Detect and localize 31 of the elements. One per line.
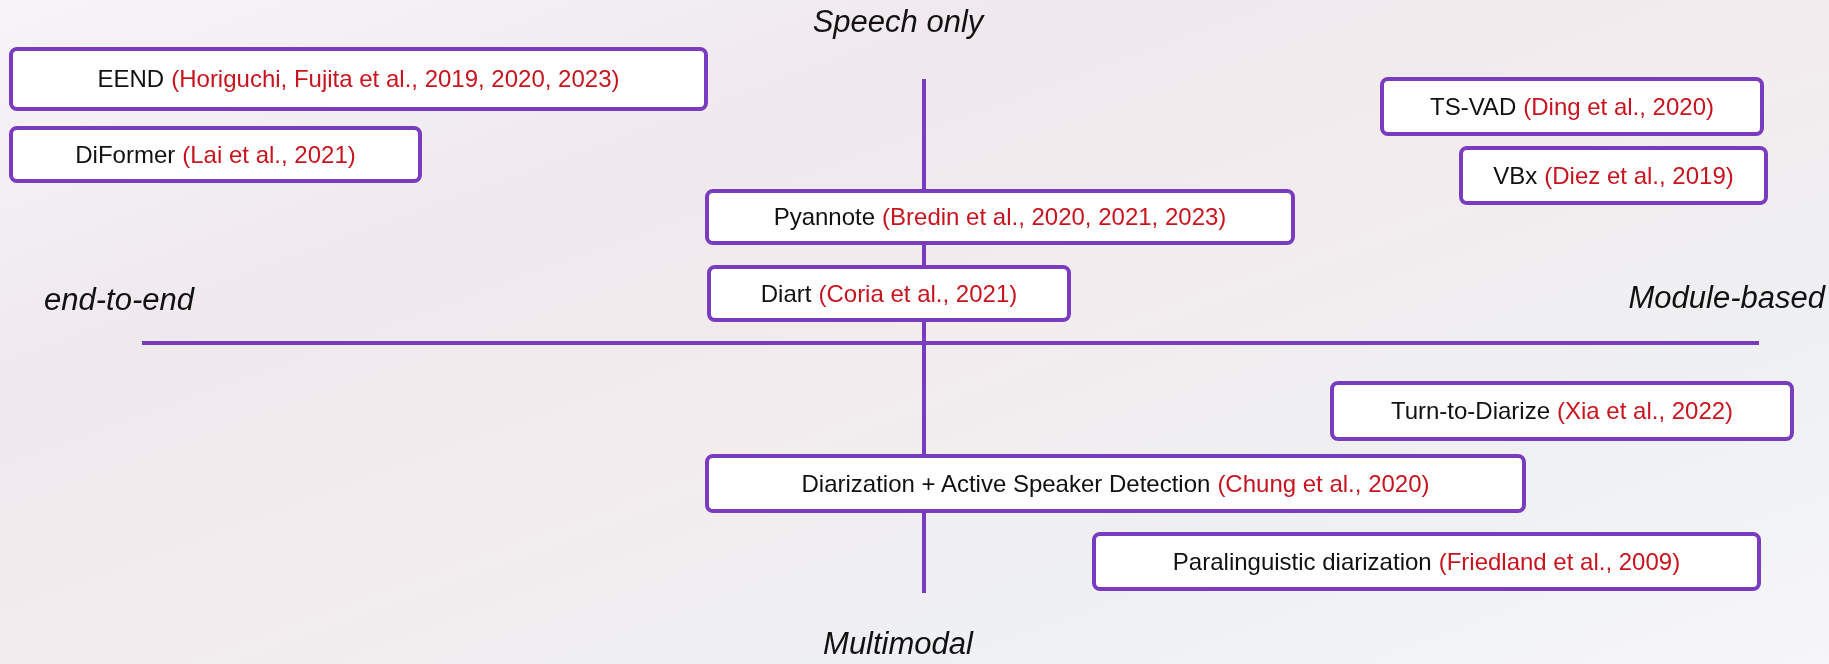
method-name: Paralinguistic diarization <box>1172 547 1432 576</box>
citation: (Horiguchi, Fujita et al., 2019, 2020, 2023) <box>171 65 620 93</box>
method-name: Diarization + Active Speaker Detection <box>801 469 1211 498</box>
citation: (Chung et al., 2020) <box>1217 469 1430 498</box>
citation: (Xia et al., 2022) <box>1557 397 1734 425</box>
citation: (Bredin et al., 2020, 2021, 2023) <box>882 203 1227 231</box>
axis-label: Multimodal <box>823 626 973 662</box>
method-name: Turn-to-Diarize <box>1390 397 1550 425</box>
method-name: Diart <box>760 279 812 308</box>
method-name: EEND <box>97 65 165 93</box>
method-box <box>1380 77 1764 136</box>
method-name: TS-VAD <box>1430 92 1517 121</box>
citation: (Coria et al., 2021) <box>818 279 1018 308</box>
method-box <box>705 189 1295 245</box>
citation: (Diez et al., 2019) <box>1544 161 1734 190</box>
method-box <box>1459 146 1768 205</box>
axis-label: Speech only <box>812 4 984 40</box>
method-box <box>1330 381 1794 441</box>
axis-label: end-to-end <box>44 282 194 318</box>
axis-label: Module-based <box>1628 280 1825 316</box>
method-box <box>705 454 1526 513</box>
method-box <box>9 126 422 183</box>
method-name: DiFormer <box>75 140 176 169</box>
method-box <box>707 265 1071 322</box>
citation: (Friedland et al., 2009) <box>1438 547 1681 576</box>
method-name: VBx <box>1493 161 1538 190</box>
citation: (Ding et al., 2020) <box>1523 92 1714 121</box>
method-name: Pyannote <box>773 203 876 231</box>
method-box <box>9 47 708 111</box>
method-box <box>1092 532 1761 591</box>
citation: (Lai et al., 2021) <box>182 140 356 169</box>
